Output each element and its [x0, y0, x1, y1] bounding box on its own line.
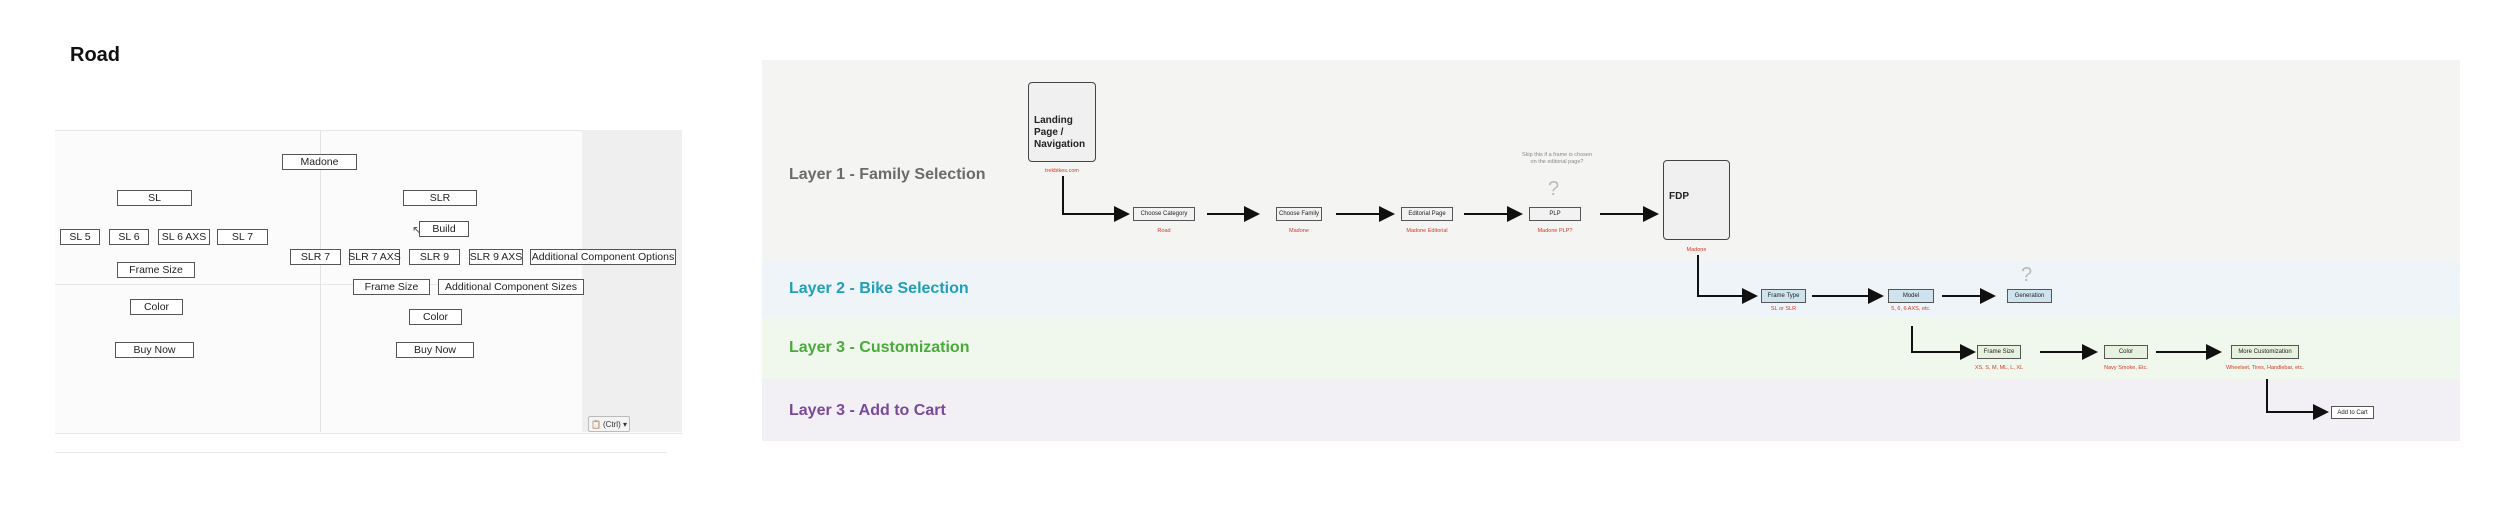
canvas-column-divider — [320, 130, 321, 432]
arrow-model-to-frame-size — [1911, 326, 1976, 360]
node-sl[interactable]: SL — [117, 190, 192, 206]
node-fdp-label: FDP — [1669, 191, 1689, 202]
arrow-customization-to-cart — [2266, 379, 2329, 420]
node-slr-model[interactable]: SLR 9 AXS — [469, 249, 523, 265]
node-fdp-sub: Madone — [1686, 247, 1707, 253]
node-landing-page[interactable]: Landing Page / Navigation — [1028, 82, 1096, 162]
node-model-sub: 5, 6, 6 AXS, etc. — [1891, 306, 1931, 312]
node-generation[interactable]: Generation — [2007, 289, 2052, 303]
node-sl-model[interactable]: SL 6 — [109, 229, 149, 245]
node-slr-model[interactable]: SLR 9 — [409, 249, 460, 265]
layer-band-customization — [762, 317, 2460, 379]
node-sl-model[interactable]: SL 6 AXS — [158, 229, 210, 245]
node-choose-family-sub: Madone — [1289, 228, 1309, 234]
node-additional-component-options[interactable]: Additional Component Options — [530, 249, 676, 265]
node-frame-type-sub: SL or SLR — [1770, 306, 1797, 312]
node-more-customization-sub: Wheelset, Tires, Handlebar, etc. — [2226, 365, 2304, 371]
node-frame-type[interactable]: Frame Type — [1761, 289, 1806, 303]
canvas-side-panel — [582, 130, 682, 432]
node-plp-sub: Madone PLP? — [1537, 228, 1573, 234]
node-slr-model[interactable]: SLR 7 — [290, 249, 341, 265]
node-choose-family[interactable]: Choose Family — [1276, 207, 1322, 221]
arrow-fdp-to-frame-type — [1697, 255, 1758, 304]
node-color-slr[interactable]: Color — [409, 309, 462, 325]
question-mark-icon: ? — [2021, 264, 2033, 286]
layer-label: Layer 2 - Bike Selection — [789, 280, 969, 297]
node-model[interactable]: Model — [1888, 289, 1934, 303]
node-slr-model[interactable]: SLR 7 AXS — [348, 249, 401, 265]
node-color-sl[interactable]: Color — [130, 299, 183, 315]
page-title: Road — [70, 44, 120, 66]
node-editorial-page[interactable]: Editorial Page — [1401, 207, 1453, 221]
plp-note: Skip this if a frame is chosen on the ed… — [1522, 152, 1593, 165]
node-more-customization[interactable]: More Customization — [2231, 345, 2299, 359]
node-frame-size-slr[interactable]: Frame Size — [353, 279, 430, 295]
node-editorial-page-sub: Madone Editorial — [1406, 228, 1448, 234]
question-mark-icon: ? — [1548, 178, 1560, 200]
node-color-sub: Navy Smoke, Etc. — [2104, 365, 2148, 371]
layer-band-bike-selection — [762, 262, 2460, 317]
node-plp[interactable]: PLP — [1529, 207, 1581, 221]
layer-band-add-to-cart — [762, 379, 2460, 441]
layer-label: Layer 1 - Family Selection — [789, 166, 986, 183]
layer-label: Layer 3 - Customization — [789, 339, 970, 356]
arrow-landing-to-category — [1062, 176, 1130, 222]
paste-options-label: (Ctrl) ▾ — [602, 419, 627, 429]
mouse-cursor-icon: ↖ — [412, 223, 423, 237]
node-color[interactable]: Color — [2104, 345, 2148, 359]
node-frame-size-sub: XS, S, M, ML, L, XL — [1974, 365, 2024, 371]
node-add-to-cart[interactable]: Add to Cart — [2331, 406, 2374, 419]
node-madone[interactable]: Madone — [282, 154, 357, 170]
node-additional-component-sizes[interactable]: Additional Component Sizes — [438, 279, 584, 295]
node-choose-category-sub: Road — [1157, 228, 1171, 234]
node-slr[interactable]: SLR — [403, 190, 477, 206]
node-sl-model[interactable]: SL 7 — [217, 229, 268, 245]
node-buy-now-sl[interactable]: Buy Now — [115, 342, 194, 358]
paste-options-button[interactable]: 📋 (Ctrl) ▾ — [588, 416, 630, 432]
canvas-footer-edge — [55, 432, 667, 453]
node-sl-model[interactable]: SL 5 — [60, 229, 100, 245]
node-landing-page-sub: trekbikes.com — [1045, 168, 1079, 174]
node-build[interactable]: Build — [419, 221, 469, 237]
node-buy-now-slr[interactable]: Buy Now — [396, 342, 474, 358]
node-frame-size-sl[interactable]: Frame Size — [117, 262, 195, 278]
canvas-row-divider — [55, 284, 582, 285]
layer-label: Layer 3 - Add to Cart — [789, 402, 946, 419]
clipboard-icon: 📋 — [591, 419, 601, 429]
node-fdp[interactable]: FDP — [1663, 160, 1730, 240]
node-landing-page-label: Landing Page / Navigation — [1034, 115, 1086, 150]
node-choose-category[interactable]: Choose Category — [1133, 207, 1195, 221]
node-frame-size[interactable]: Frame Size — [1977, 345, 2021, 359]
